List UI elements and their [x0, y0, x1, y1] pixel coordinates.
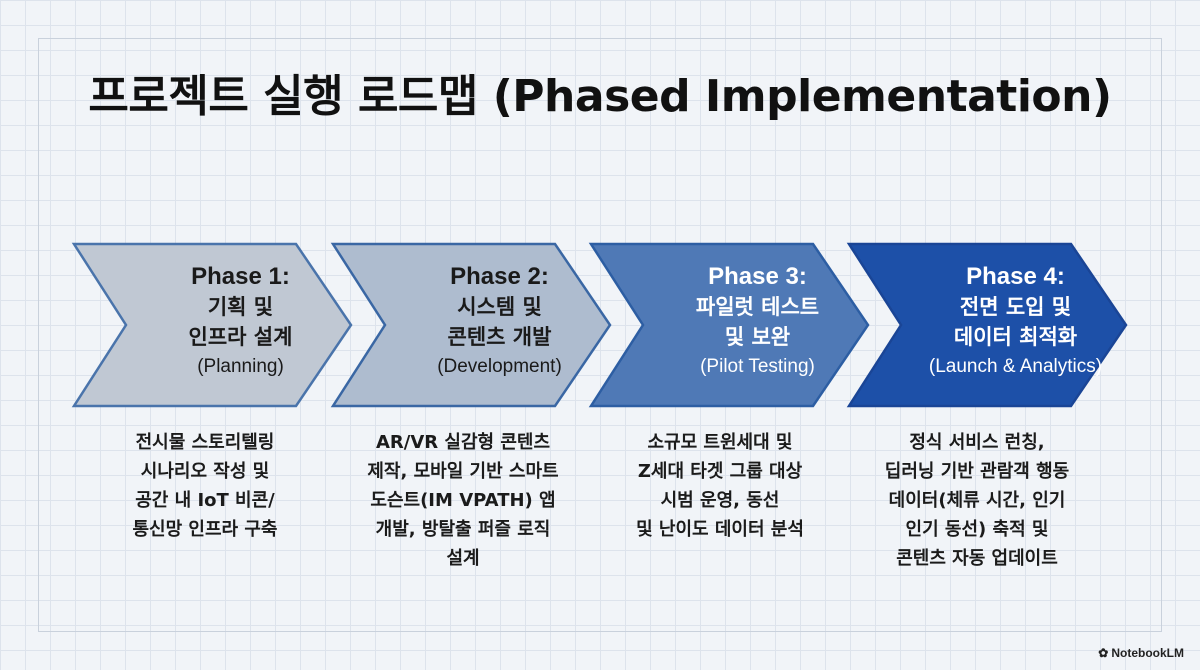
description-line: 도슨트(IM VPATH) 앱 — [370, 490, 556, 511]
page-title: 프로젝트 실행 로드맵 (Phased Implementation) — [88, 71, 1112, 122]
description-line: 콘텐츠 자동 업데이트 — [896, 548, 1058, 569]
phase-number: Phase 1: — [191, 263, 290, 290]
phase-number: Phase 3: — [708, 263, 807, 290]
description-line: 딥러닝 기반 관람객 행동 — [884, 461, 1070, 482]
phase-1-chevron — [71, 242, 353, 408]
phase-korean-title-line: 기획 및 — [207, 295, 274, 319]
phase-korean-title-line: 시스템 및 — [457, 295, 542, 319]
description-line: 및 난이도 데이터 분석 — [636, 519, 804, 540]
phase-english-title: (Planning) — [197, 356, 284, 377]
description-line: 소규모 트윈세대 및 — [647, 432, 793, 453]
phase-3-chevron — [588, 242, 870, 408]
phase-korean-title-line: 파일럿 테스트 — [695, 295, 820, 319]
phase-4-chevron — [846, 242, 1128, 408]
phase-korean-title-line: 콘텐츠 개발 — [447, 325, 552, 349]
description-line: 데이터(체류 시간, 인기 — [888, 490, 1066, 511]
description-line: 전시물 스토리텔링 — [135, 432, 275, 453]
description-line: 공간 내 IoT 비콘/ — [135, 490, 275, 511]
phase-korean-title-line: 및 보완 — [724, 325, 791, 349]
phase-english-title: (Launch & Analytics) — [928, 356, 1103, 377]
slide-frame — [38, 38, 1162, 632]
description-line: 시범 운영, 동선 — [660, 490, 780, 511]
description-line: 제작, 모바일 기반 스마트 — [367, 461, 559, 482]
description-line: 인기 동선) 축적 및 — [905, 519, 1049, 540]
description-line: 설계 — [446, 548, 480, 569]
phase-english-title: (Development) — [437, 356, 562, 377]
notebooklm-logo-icon: ✿ — [1098, 646, 1109, 660]
description-line: 시나리오 작성 및 — [140, 461, 270, 482]
branding: ✿NotebookLM — [1098, 646, 1184, 660]
phase-english-title: (Pilot Testing) — [700, 356, 815, 377]
phase-2-chevron — [330, 242, 612, 408]
phase-number: Phase 2: — [450, 263, 549, 290]
phase-number: Phase 4: — [966, 263, 1065, 290]
description-line: AR/VR 실감형 콘텐츠 — [375, 432, 551, 453]
description-line: 정식 서비스 런칭, — [909, 432, 1045, 453]
phase-korean-title-line: 인프라 설계 — [188, 325, 293, 349]
phase-korean-title-line: 전면 도입 및 — [959, 295, 1072, 319]
description-line: 개발, 방탈출 퍼즐 로직 — [375, 519, 551, 540]
description-line: Z세대 타겟 그룹 대상 — [637, 461, 803, 482]
branding-label: NotebookLM — [1111, 646, 1184, 660]
phase-korean-title-line: 데이터 최적화 — [953, 325, 1078, 349]
description-line: 통신망 인프라 구축 — [132, 519, 278, 540]
